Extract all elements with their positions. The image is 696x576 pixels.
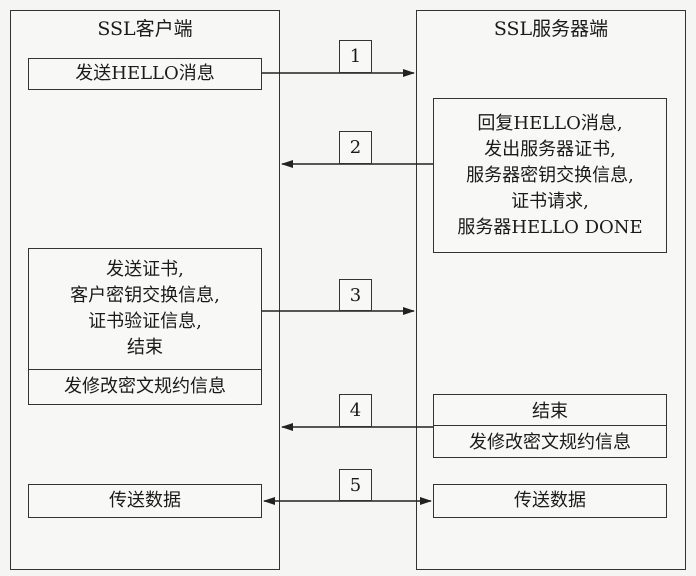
server-data-box: 传送数据 [433,484,667,518]
client-msg3-line-3: 证书验证信息, [88,311,202,332]
server-hello-box: 回复HELLO消息, 发出服务器证书, 服务器密钥交换信息, 证书请求, 服务器… [433,98,667,253]
client-data-text: 传送数据 [109,490,181,511]
client-change-cipher-box: 发修改密文规约信息 [28,369,262,405]
server-msg2-line-2: 发出服务器证书, [484,138,616,160]
server-msg2-line-3: 服务器密钥交换信息, [466,164,634,186]
server-title: SSL服务器端 [493,18,609,40]
client-title: SSL客户端 [97,18,193,40]
client-msg3-line-2: 客户密钥交换信息, [70,285,220,306]
server-msg2-line-5: 服务器HELLO DONE [457,216,643,238]
client-msg3-line-4: 结束 [127,337,163,358]
server-msg2-line-4: 证书请求, [511,190,589,212]
step-4-label: 4 [339,394,372,427]
server-msg2-line-1: 回复HELLO消息, [477,112,623,134]
client-msg3-line-1: 发送证书, [106,259,184,280]
step-5-label: 5 [339,469,372,501]
step-2-label: 2 [339,131,372,164]
server-finish-box: 结束 发修改密文规约信息 [433,394,667,458]
server-change-cipher-text: 发修改密文规约信息 [434,425,666,456]
client-hello-box: 发送HELLO消息 [28,58,262,90]
step-3-label: 3 [339,279,372,311]
server-data-text: 传送数据 [514,490,586,511]
server-finish-text: 结束 [532,401,568,422]
client-change-cipher-text: 发修改密文规约信息 [64,376,226,397]
client-data-box: 传送数据 [28,484,262,518]
client-hello-text: 发送HELLO消息 [75,63,215,84]
step-1-label: 1 [339,40,372,73]
